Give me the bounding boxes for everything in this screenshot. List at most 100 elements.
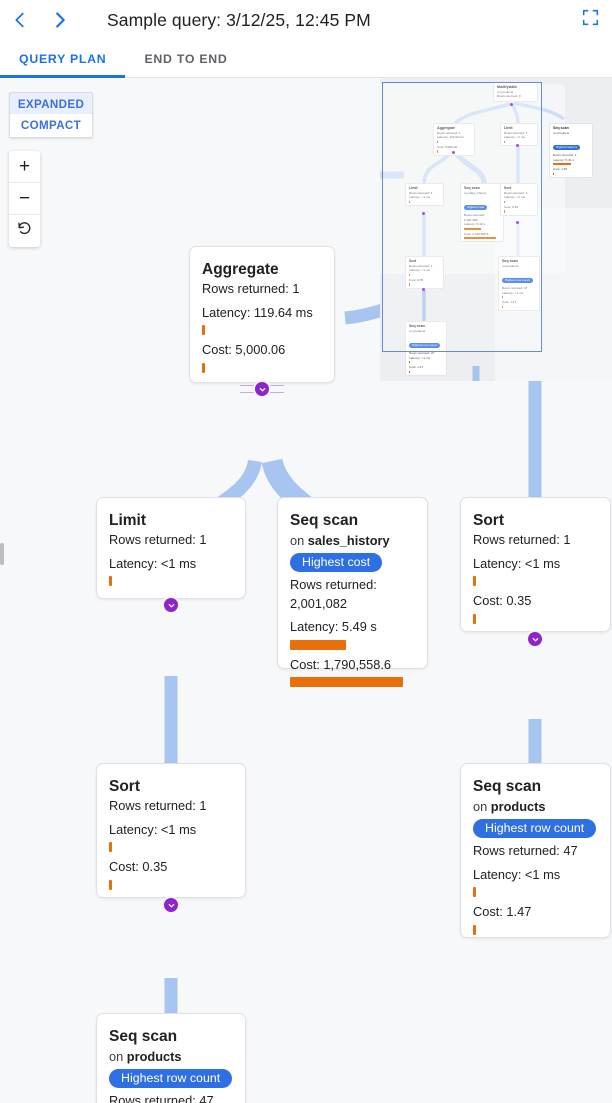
latency-bar bbox=[290, 639, 346, 650]
cost-bar bbox=[202, 362, 205, 373]
mode-compact-button[interactable]: COMPACT bbox=[10, 114, 92, 137]
plan-node-sort-right[interactable]: Sort Rows returned: 1 Latency: <1 ms Cos… bbox=[460, 497, 611, 632]
minimap-edge-layer bbox=[380, 101, 565, 381]
minimap-panel[interactable]: Modifytable on products Rows returned: 0… bbox=[380, 78, 612, 381]
plan-node-sort-left[interactable]: Sort Rows returned: 1 Latency: <1 ms Cos… bbox=[96, 763, 246, 898]
minimap-node-sub: on products bbox=[497, 90, 514, 94]
minimap-node-title: Limit bbox=[409, 186, 418, 190]
node-table-name: products bbox=[126, 1049, 182, 1064]
minimap-node-aggregate[interactable]: Aggregate Rows returned: 1 Latency: 119.… bbox=[433, 123, 475, 156]
minimap-node-cost: Cost: 5,000.06 bbox=[437, 145, 458, 149]
node-title: Sort bbox=[109, 778, 140, 795]
tab-query-plan[interactable]: QUERY PLAN bbox=[0, 40, 126, 78]
node-title: Aggregate bbox=[202, 261, 279, 278]
zoom-in-button[interactable]: + bbox=[9, 151, 40, 183]
zoom-out-button[interactable]: − bbox=[9, 183, 40, 215]
minimap-badge-highest-row-count[interactable]: Highest row count bbox=[502, 278, 533, 284]
fullscreen-button[interactable] bbox=[568, 0, 612, 40]
minimap-node-sub: Latency: 5.49 s bbox=[464, 222, 485, 227]
minimap-badge-highest-latency[interactable]: Highest latency bbox=[553, 145, 581, 151]
status-badge-highest-row-count[interactable]: Highest row count bbox=[473, 819, 597, 838]
node-on-prefix: on bbox=[473, 799, 491, 814]
minimap-node-title: Sort bbox=[504, 186, 512, 190]
minimap-node-sub: Latency: <1 ms bbox=[502, 290, 524, 295]
latency-bar bbox=[109, 576, 112, 586]
minimap-node-seqscan-products-bottom[interactable]: Seq scan on products Highest row count R… bbox=[405, 321, 447, 376]
back-button[interactable] bbox=[0, 0, 40, 40]
cost-bar bbox=[109, 879, 112, 890]
minimap-node-sub: Rows returned: 1 bbox=[409, 191, 433, 195]
minimap-node-sub: Rows returned: 1 bbox=[437, 131, 461, 135]
latency-bar bbox=[202, 325, 205, 335]
plan-node-limit[interactable]: Limit Rows returned: 1 Latency: <1 ms bbox=[96, 497, 246, 599]
minimap-toggle-dot bbox=[516, 221, 520, 225]
minimap-badge-highest-row-count[interactable]: Highest row count bbox=[409, 343, 440, 349]
chevron-down-icon[interactable] bbox=[164, 598, 178, 612]
reset-zoom-button[interactable] bbox=[9, 215, 40, 247]
minimap-node-sub: on products bbox=[553, 131, 570, 135]
node-title: Limit bbox=[109, 512, 147, 529]
minimap-node-limit-a[interactable]: Limit Rows returned: 1 Latency: <1 ms bbox=[500, 123, 538, 146]
node-table-name: products bbox=[490, 799, 546, 814]
plan-node-seqscan-products-bottom[interactable]: Seq scan on products Highest row count R… bbox=[96, 1013, 246, 1103]
minimap-node-sub: on products bbox=[409, 329, 426, 333]
chevron-down-icon[interactable] bbox=[164, 898, 178, 912]
minimap-node-sub: Latency: <1 ms bbox=[409, 268, 431, 273]
mode-expanded-button[interactable]: EXPANDED bbox=[10, 93, 92, 115]
collapse-toggle-sort-left[interactable] bbox=[164, 898, 178, 912]
node-relation: on products bbox=[473, 798, 598, 815]
minimap-node-sub: 2,001,082 bbox=[464, 217, 478, 222]
collapse-toggle-aggregate[interactable] bbox=[240, 382, 284, 396]
node-title: Sort bbox=[473, 512, 504, 529]
query-plan-canvas[interactable]: Modifytable on products Rows returned: 0… bbox=[0, 78, 612, 1103]
minimap-latency-bar bbox=[504, 140, 505, 143]
minimap-node-sub: Rows returned: 1 bbox=[504, 191, 528, 195]
minimap-viewport-rect[interactable] bbox=[382, 82, 542, 352]
plan-node-aggregate[interactable]: Aggregate Rows returned: 1 Latency: 119.… bbox=[189, 246, 335, 383]
minimap-node-seqscan-sales-history[interactable]: Seq scan on sales_history Highest cost R… bbox=[460, 183, 504, 243]
minimap-node-sub: Rows returned: 47 bbox=[409, 351, 435, 356]
minimap-node-sort-a[interactable]: Sort Rows returned: 1 Latency: <1 ms Cos… bbox=[500, 183, 538, 216]
node-rows-returned: Rows returned: 1 bbox=[202, 281, 300, 296]
minimap-node-sub: Rows returned: bbox=[464, 213, 485, 218]
node-rows-returned: Rows returned: 1 bbox=[473, 532, 571, 547]
plan-node-seqscan-sales-history[interactable]: Seq scan on sales_history Highest cost R… bbox=[277, 497, 428, 687]
collapse-toggle-limit[interactable] bbox=[164, 598, 178, 612]
node-cost: Cost: 1.47 bbox=[473, 904, 532, 919]
minimap-badge-highest-cost[interactable]: Highest cost bbox=[464, 205, 488, 211]
horizontal-scroll-nub[interactable] bbox=[0, 543, 4, 565]
minimap-cost-bar bbox=[437, 150, 438, 153]
minimap-toggle-dot bbox=[510, 103, 514, 107]
minimap-node-cost: Cost: 1.50 bbox=[553, 167, 568, 172]
collapse-toggle-sort-right[interactable] bbox=[528, 632, 542, 646]
minimap-latency-bar bbox=[437, 140, 438, 143]
node-latency: Latency: <1 ms bbox=[473, 866, 561, 882]
chevron-down-icon[interactable] bbox=[528, 632, 542, 646]
minimap-cost-bar bbox=[553, 172, 554, 175]
minimap-node-sub: Latency: 5.41 s bbox=[553, 157, 574, 162]
minimap-node-seqscan-highest-latency[interactable]: Seq scan on products Highest latency Row… bbox=[549, 123, 593, 178]
view-mode-toggle[interactable]: EXPANDED COMPACT bbox=[9, 92, 93, 138]
chevron-down-icon[interactable] bbox=[255, 382, 269, 396]
minimap-node-sub: Rows returned: 47 bbox=[502, 286, 528, 291]
minimap-node-seqscan-products-right[interactable]: Seq scan on products Highest row count R… bbox=[498, 256, 540, 311]
plan-node-seqscan-products-right[interactable]: Seq scan on products Highest row count R… bbox=[460, 763, 611, 938]
node-title: Seq scan bbox=[473, 778, 542, 795]
minimap-node-sub: on products bbox=[502, 264, 519, 268]
minimap-toggle-dot bbox=[452, 151, 456, 155]
forward-button[interactable] bbox=[40, 0, 80, 40]
minimap-node-title: Seq scan bbox=[464, 186, 480, 190]
minimap-node-sub: Latency: 119.64 ms bbox=[437, 135, 464, 140]
page-title: Sample query: 3/12/25, 12:45 PM bbox=[107, 9, 371, 30]
node-on-prefix: on bbox=[290, 533, 308, 548]
node-rows-returned: Rows returned: 1 bbox=[109, 532, 207, 547]
minimap-latency-bar bbox=[553, 163, 571, 166]
minimap-node-modifytable[interactable]: Modifytable on products Rows returned: 0 bbox=[493, 82, 538, 102]
status-badge-highest-row-count[interactable]: Highest row count bbox=[109, 1069, 233, 1088]
minimap-node-cost: Cost: 0.35 bbox=[409, 278, 424, 282]
zoom-controls[interactable]: + − bbox=[9, 151, 40, 247]
status-badge-highest-cost[interactable]: Highest cost bbox=[290, 553, 383, 572]
tab-end-to-end[interactable]: END TO END bbox=[144, 51, 228, 66]
minimap-node-limit-b[interactable]: Limit Rows returned: 1 Latency: <1 ms bbox=[405, 183, 444, 206]
minimap-node-sub: on sales_history bbox=[464, 191, 487, 195]
